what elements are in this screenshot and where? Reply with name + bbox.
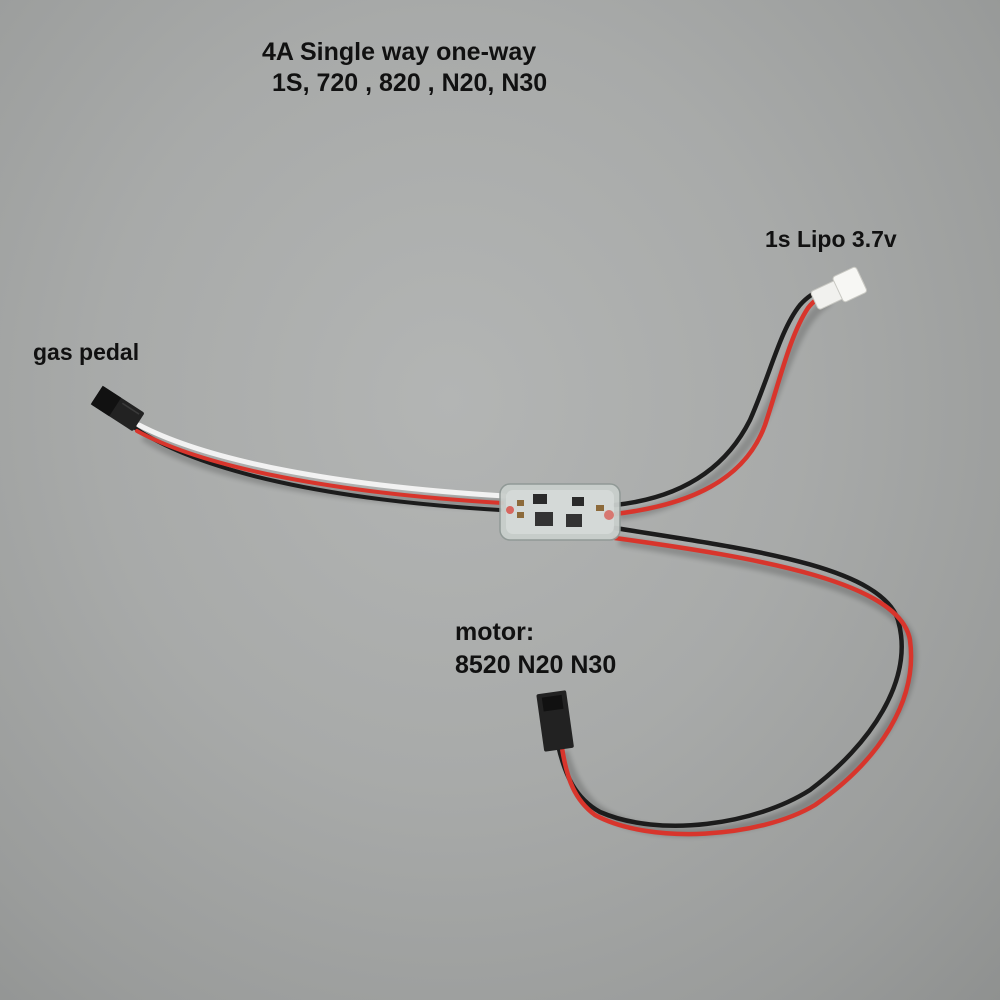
gas-pedal-wire xyxy=(133,422,508,512)
gas-pedal-connector xyxy=(90,385,144,431)
motor-connector xyxy=(536,690,574,752)
motor-wire xyxy=(555,525,914,837)
motor-model-label: 8520 N20 N30 xyxy=(455,651,617,679)
esc-board xyxy=(499,483,621,541)
title-line-1: 4A Single way one-way xyxy=(262,38,537,66)
title-line-2: 1S, 720 , 820 , N20, N30 xyxy=(272,69,548,97)
battery-wire xyxy=(612,287,829,517)
battery-connector xyxy=(810,266,867,310)
motor-label: motor: xyxy=(455,618,535,646)
battery-label: 1s Lipo 3.7v xyxy=(765,226,897,252)
gas-pedal-label: gas pedal xyxy=(33,339,140,365)
